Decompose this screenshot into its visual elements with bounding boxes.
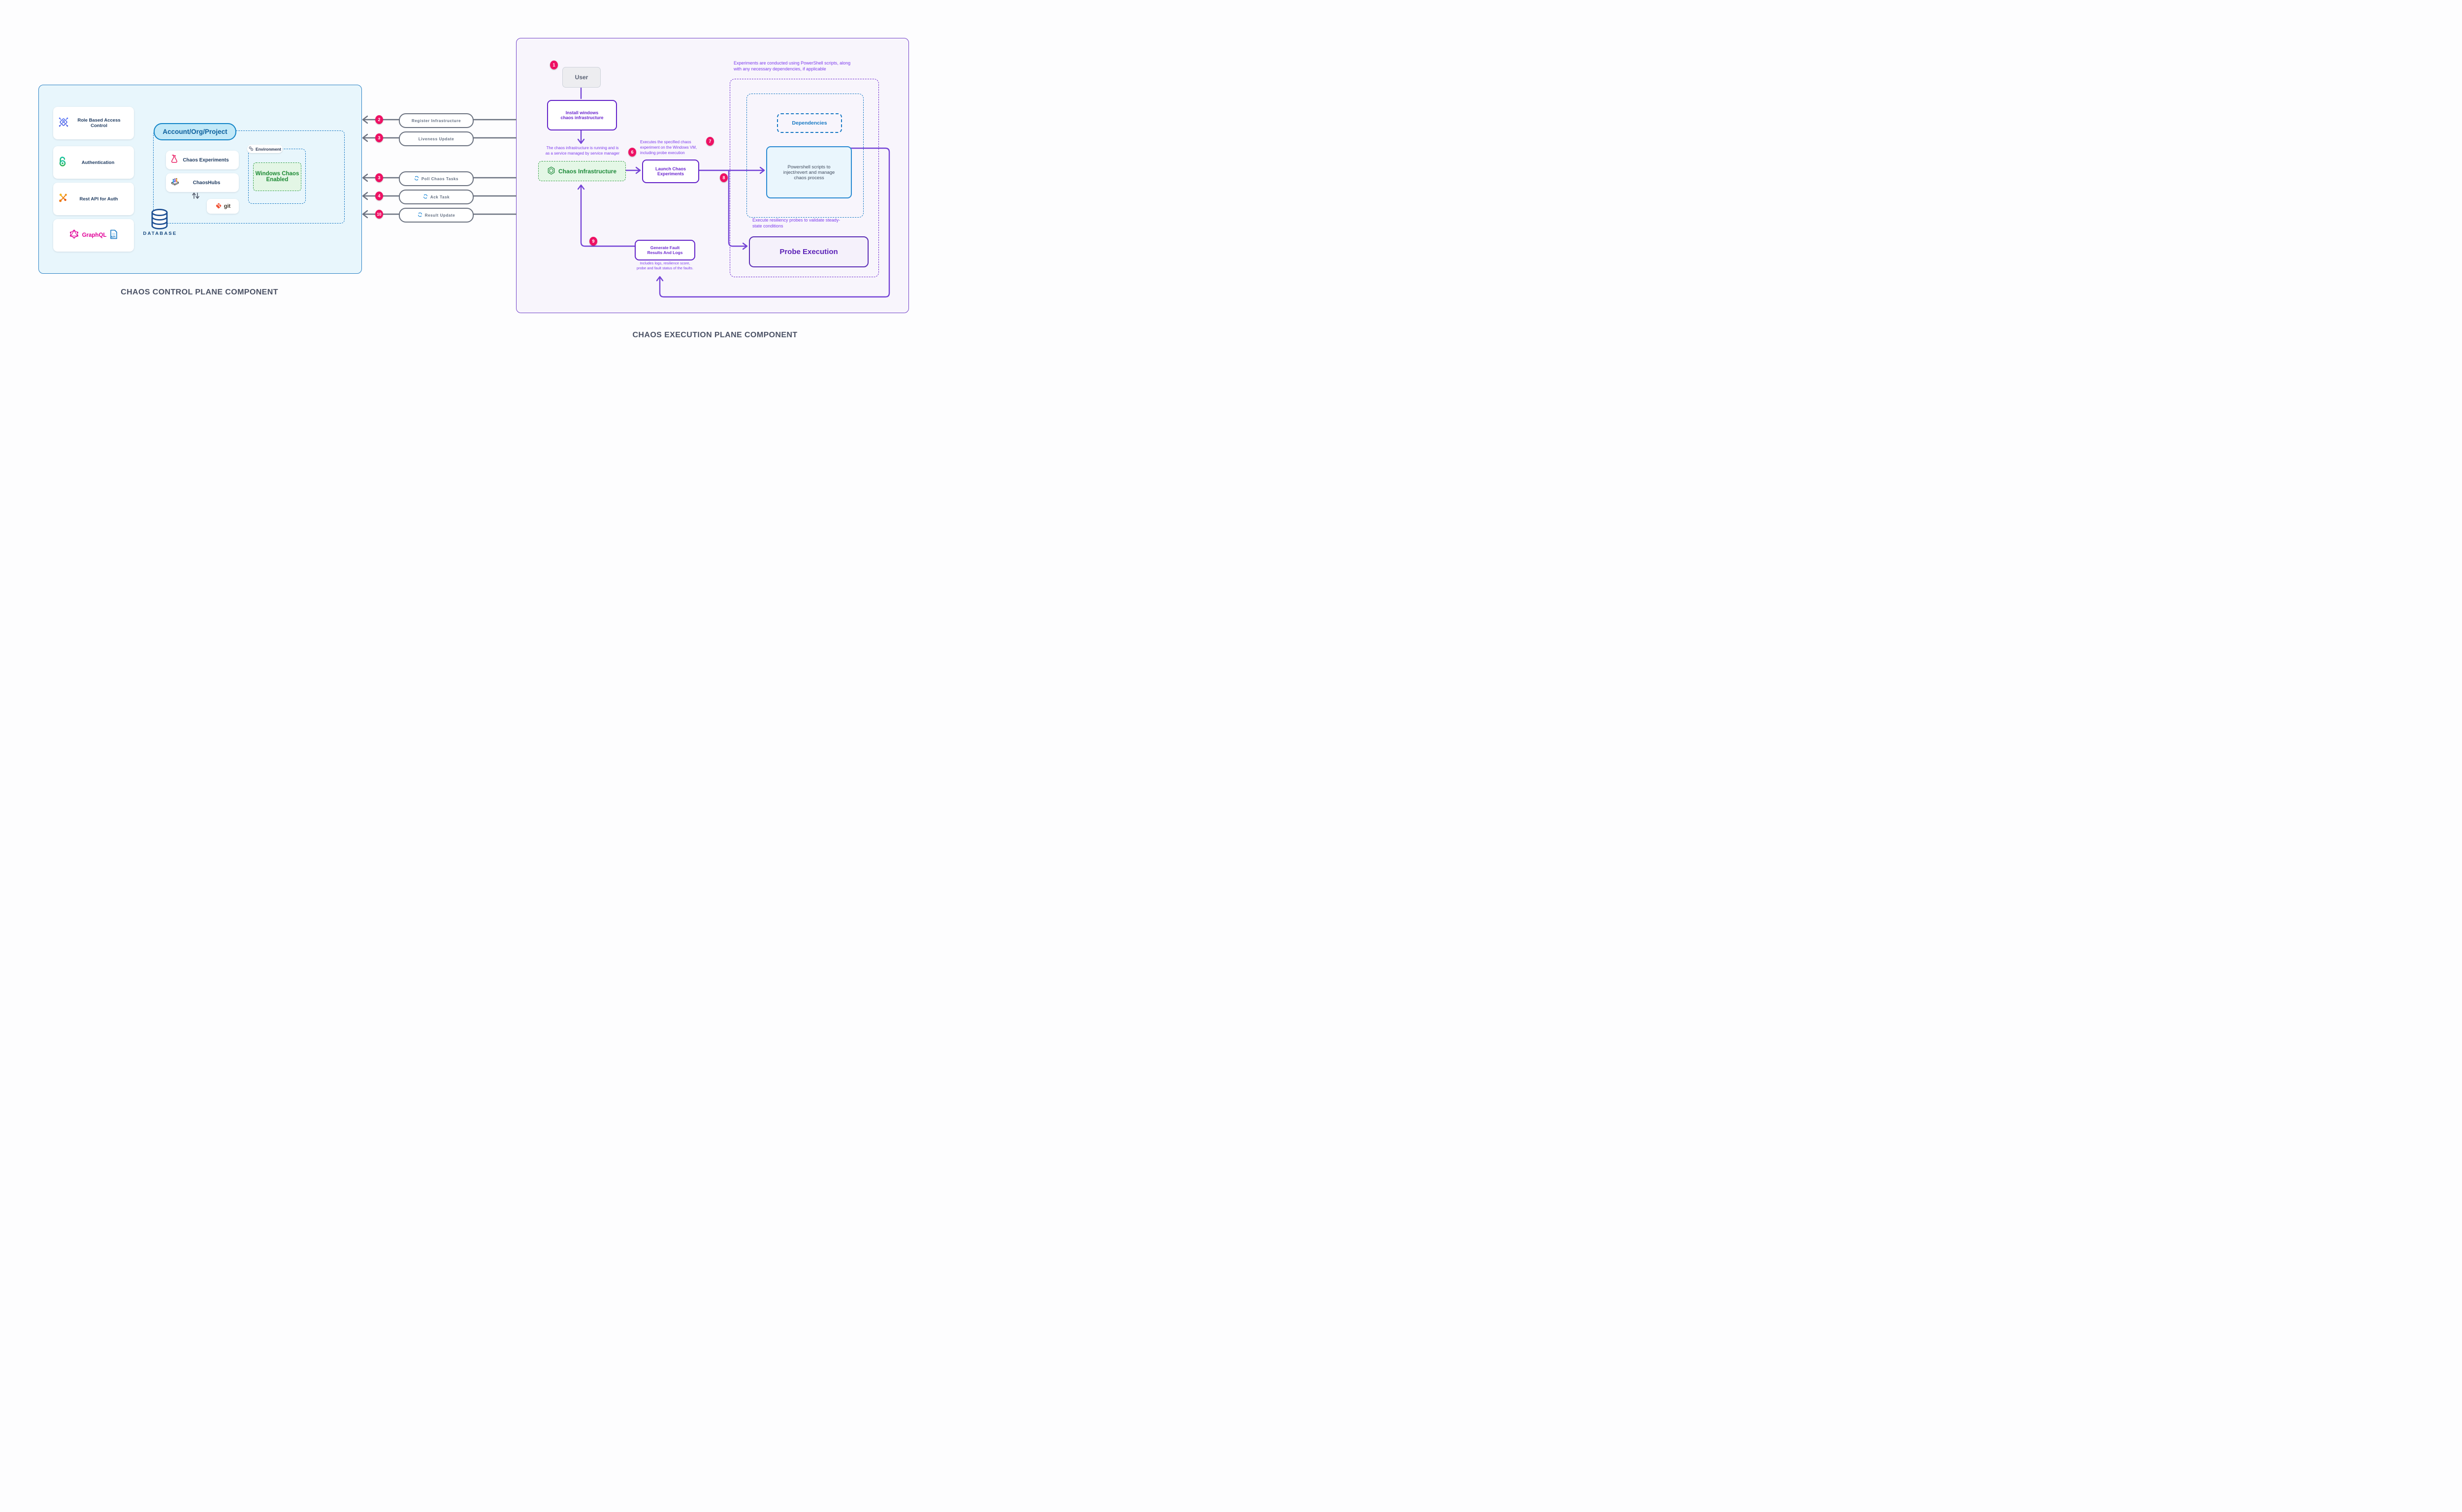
- powershell-top-note: Experiments are conducted using PowerShe…: [734, 61, 851, 72]
- git-logo-icon: [215, 202, 222, 211]
- launch-note: Executes the specified chaos experiment …: [640, 140, 697, 155]
- chaos-architecture-diagram: Role Based Access Control Authentication: [0, 0, 949, 378]
- ack-task-arrowhead-icon: [362, 192, 368, 200]
- chaoshubs-rack-icon: [171, 178, 179, 188]
- control-plane-title: CHAOS CONTROL PLANE COMPONENT: [121, 288, 278, 296]
- sync-icon: [414, 176, 419, 182]
- chaos-infrastructure-label: Chaos Infrastructure: [558, 167, 617, 175]
- user-box: User: [562, 67, 601, 88]
- dependencies-label: Dependencies: [792, 120, 827, 126]
- rbac-icon: [58, 117, 69, 130]
- rbac-card: Role Based Access Control: [53, 107, 134, 139]
- environment-hexagons-icon: [249, 146, 254, 152]
- dependencies-box: Dependencies: [777, 113, 842, 133]
- infra-note: The chaos infrastructure is running and …: [545, 146, 620, 156]
- powershell-scripts-box: Powershell scripts to inject/revert and …: [766, 146, 852, 198]
- rest-api-icon: [58, 193, 68, 205]
- generate-fault-results-box: Generate Fault Results And Logs: [635, 240, 695, 260]
- account-scope-dashed-box: [153, 130, 345, 224]
- authentication-card: Authentication: [53, 146, 134, 179]
- sync-icon: [423, 194, 428, 200]
- authentication-label: Authentication: [81, 160, 115, 165]
- git-card: git: [207, 199, 239, 214]
- step-badge-3b: 3: [375, 173, 383, 182]
- probe-execution-box: Probe Execution: [749, 236, 869, 267]
- chaos-experiments-card: Chaos Experiments: [166, 151, 239, 169]
- register-infrastructure-label: Register Infrastructure: [411, 118, 461, 123]
- result-update-arrowhead-icon: [362, 210, 368, 219]
- execution-plane-title: CHAOS EXECUTION PLANE COMPONENT: [632, 331, 798, 339]
- account-org-project-label: Account/Org/Project: [162, 128, 227, 135]
- step-badge-1: 1: [550, 61, 558, 69]
- step-badge-9: 9: [589, 237, 597, 246]
- sync-icon: [418, 212, 422, 218]
- chaos-experiments-label: Chaos Experiments: [183, 157, 229, 163]
- result-update-label: Result Update: [424, 213, 455, 218]
- rest-api-label: Rest API for Auth: [79, 196, 118, 202]
- register-infrastructure-pill: Register Infrastructure: [399, 113, 474, 128]
- git-label: git: [224, 203, 231, 209]
- result-update-pill: Result Update: [399, 208, 474, 223]
- environment-label: Environment: [256, 146, 281, 152]
- rbac-label: Role Based Access Control: [77, 118, 121, 129]
- graphql-card: GraphQL API: [53, 219, 134, 252]
- step-badge-8: 8: [720, 173, 728, 182]
- database-label: DATABASE: [143, 231, 177, 236]
- auth-lock-icon: [58, 156, 67, 169]
- register-infrastructure-arrowhead-icon: [362, 115, 368, 124]
- database-icon: [150, 208, 169, 232]
- api-doc-icon: API: [110, 229, 118, 242]
- chaoshubs-label: ChaosHubs: [193, 180, 221, 186]
- graphql-label: GraphQL: [82, 232, 107, 238]
- chaos-infrastructure-box: Chaos Infrastructure: [538, 161, 626, 181]
- liveness-update-pill: Liveness Update: [399, 131, 474, 146]
- liveness-update-arrowhead-icon: [362, 133, 368, 142]
- install-windows-chaos-infrastructure-box: Install windows chaos infrastructure: [547, 100, 617, 130]
- launch-chaos-experiments-box: Launch Chaos Experiments: [642, 160, 699, 183]
- user-label: User: [575, 74, 588, 81]
- step-badge-7: 7: [706, 137, 714, 146]
- poll-chaos-tasks-arrowhead-icon: [362, 173, 368, 182]
- ack-task-label: Ack Task: [430, 194, 450, 199]
- step-badge-10: 10: [375, 210, 383, 219]
- step-badge-3: 3: [375, 133, 383, 142]
- windows-chaos-enabled-box: Windows Chaos Enabled: [253, 162, 301, 191]
- environment-label-pill: Environment: [247, 145, 283, 153]
- step-badge-2: 2: [375, 115, 383, 124]
- step-badge-4: 4: [375, 192, 383, 200]
- api-badge-text: API: [111, 236, 116, 239]
- graphql-icon: [69, 229, 79, 241]
- flask-icon: [171, 154, 178, 165]
- probe-note: Execute resiliency probes to validate st…: [752, 218, 841, 229]
- ack-task-pill: Ack Task: [399, 190, 474, 204]
- probe-execution-label: Probe Execution: [779, 248, 838, 256]
- chaoshubs-card: ChaosHubs: [166, 173, 239, 192]
- step-badge-6: 6: [628, 148, 636, 157]
- account-org-project-pill: Account/Org/Project: [154, 123, 236, 140]
- liveness-update-label: Liveness Update: [418, 136, 454, 141]
- poll-chaos-tasks-pill: Poll Chaos Tasks: [399, 171, 474, 186]
- rest-api-card: Rest API for Auth: [53, 183, 134, 215]
- generate-note: Includes logs, resilience score, probe a…: [636, 261, 694, 271]
- poll-chaos-tasks-label: Poll Chaos Tasks: [421, 176, 459, 181]
- chaos-infrastructure-hexagon-icon: [548, 166, 555, 176]
